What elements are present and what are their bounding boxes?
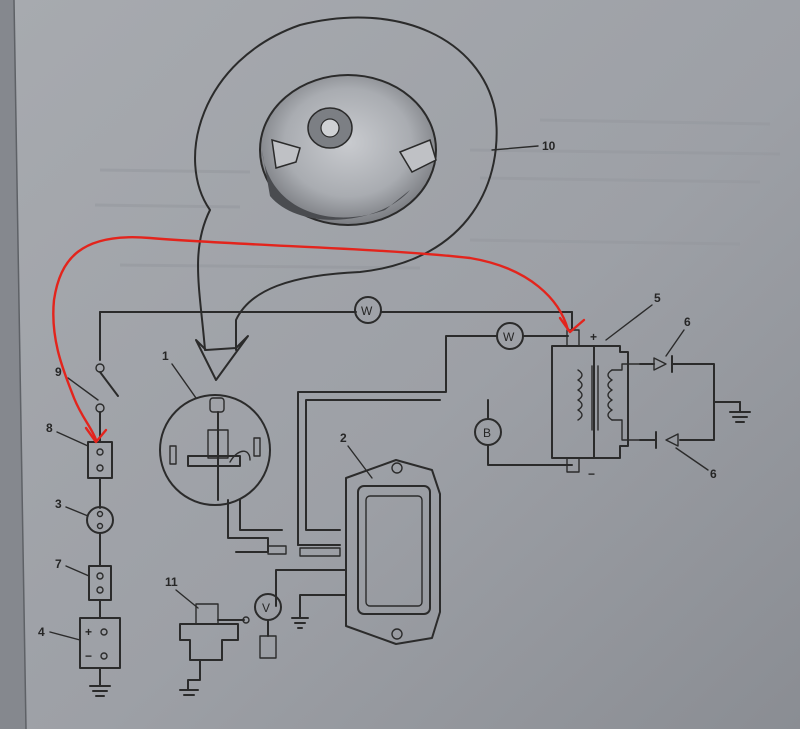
leader-8-left xyxy=(56,431,89,447)
ignition-module-2 xyxy=(345,459,441,645)
red-arrowhead-right xyxy=(558,316,586,334)
leader-5 xyxy=(605,304,653,341)
svg-text:+: + xyxy=(85,625,92,639)
meter-w-top xyxy=(354,296,382,324)
resistor-v xyxy=(259,635,277,659)
ground-battery xyxy=(89,667,111,697)
wire-parallel xyxy=(305,399,441,531)
ground-module xyxy=(291,617,309,629)
sensor-unit-11 xyxy=(179,603,250,696)
leader-2 xyxy=(347,445,373,479)
red-annotation-arrow xyxy=(52,236,570,442)
leader-3 xyxy=(65,506,89,517)
leader-10 xyxy=(491,145,539,151)
leader-11 xyxy=(175,589,199,609)
leader-6-bottom xyxy=(675,447,709,471)
leader-9 xyxy=(67,377,99,401)
label-5: 5 xyxy=(654,291,661,305)
coil-minus: − xyxy=(588,467,595,481)
wire-b xyxy=(487,399,573,466)
label-10: 10 xyxy=(542,139,556,153)
meter-w-top-label: W xyxy=(361,304,373,318)
flywheel-illustration xyxy=(259,74,437,226)
callout-outline-10 xyxy=(194,16,498,351)
leader-6-top xyxy=(665,329,685,357)
label-11: 11 xyxy=(165,575,178,589)
ground-plugs xyxy=(713,401,751,423)
label-6-top: 6 xyxy=(684,315,691,329)
meter-b-label: B xyxy=(483,426,491,440)
label-7: 7 xyxy=(55,557,62,571)
svg-text:−: − xyxy=(85,649,92,663)
paper-sheet xyxy=(14,0,800,729)
leader-4 xyxy=(49,631,81,641)
label-6-bottom: 6 xyxy=(710,467,717,481)
meter-w-second-label: W xyxy=(503,330,515,344)
meter-v-label: V xyxy=(262,601,270,615)
label-1: 1 xyxy=(162,349,169,363)
label-4: 4 xyxy=(38,625,45,639)
label-2: 2 xyxy=(340,431,347,445)
paper-edge xyxy=(13,0,27,729)
label-9: 9 xyxy=(55,365,62,379)
stator-pickup-1 xyxy=(159,394,287,555)
callout-arrow-10 xyxy=(195,335,249,381)
label-8-left: 8 xyxy=(46,421,53,435)
wire-w-second xyxy=(297,335,569,546)
label-3: 3 xyxy=(55,497,62,511)
leader-1 xyxy=(171,363,197,399)
wire-module-ground xyxy=(299,594,347,619)
red-arrowhead-left xyxy=(84,426,108,444)
connector-a xyxy=(299,547,341,557)
leader-7 xyxy=(65,565,90,577)
wire-module-v xyxy=(275,569,347,607)
coil-plus: + xyxy=(590,330,597,344)
bleed-through-text xyxy=(94,118,781,270)
spark-plug-6-bottom xyxy=(639,431,679,449)
